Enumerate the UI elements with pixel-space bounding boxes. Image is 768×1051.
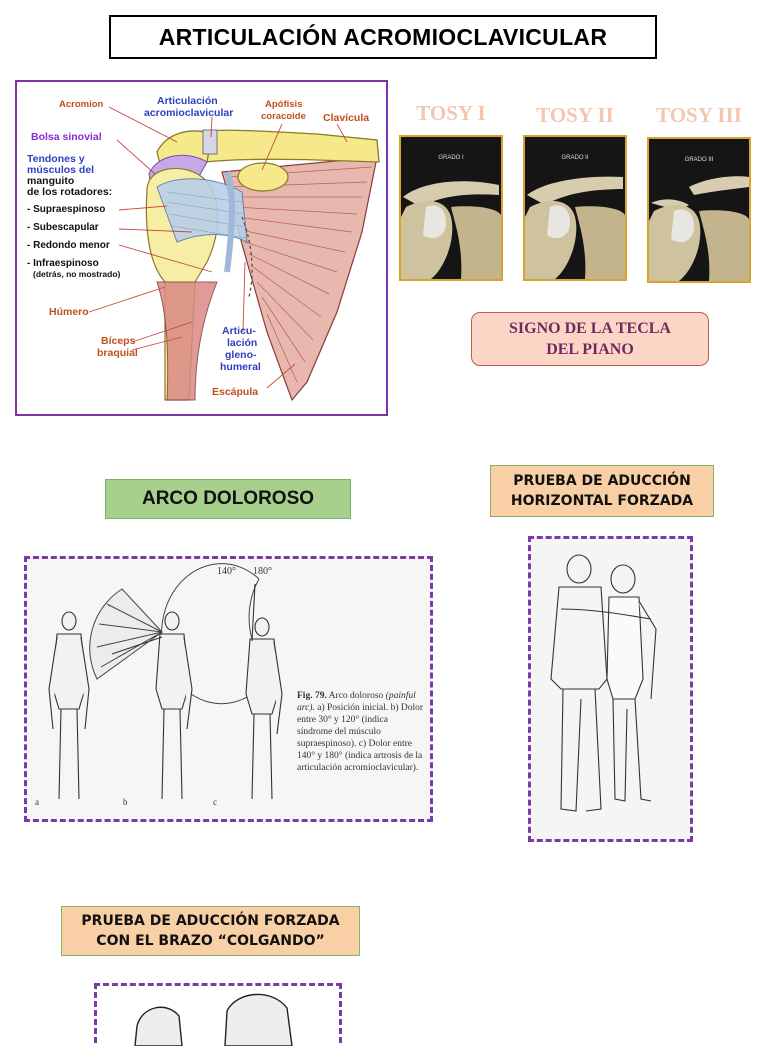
label-infraespinoso: - Infraespinoso bbox=[27, 258, 99, 269]
shoulder-anatomy-diagram: Acromion Articulación acromioclavicular … bbox=[15, 80, 388, 416]
label-gleno-3: gleno- bbox=[225, 349, 257, 361]
tosy-3-image: GRADO III bbox=[647, 137, 751, 283]
tosy-2-heading: TOSY II bbox=[536, 103, 614, 127]
label-apofisis-2: coracoide bbox=[261, 111, 306, 122]
label-bolsa: Bolsa sinovial bbox=[31, 131, 102, 143]
label-tendones-1: Tendones y bbox=[27, 153, 85, 165]
caption-text1: Arco doloroso bbox=[326, 691, 386, 701]
label-acromion: Acromion bbox=[59, 99, 104, 110]
label-escapula: Escápula bbox=[212, 386, 258, 398]
label-tendones-3: manguito bbox=[27, 175, 74, 187]
panel-label-c: c bbox=[213, 797, 217, 807]
biceps-tendon bbox=[224, 170, 235, 273]
label-biceps-1: Bíceps bbox=[101, 335, 136, 347]
painful-arc-figure: a b c 140° 180° bbox=[24, 556, 433, 822]
hanging-arm-figure bbox=[94, 983, 342, 1047]
label-gleno-1: Articu- bbox=[222, 325, 256, 337]
tosy-3-heading: TOSY III bbox=[656, 103, 742, 127]
label-supraespinoso: - Supraespinoso bbox=[27, 204, 105, 215]
piano-key-sign-box: SIGNO DE LA TECLA DEL PIANO bbox=[471, 312, 709, 366]
horizontal-adduction-heading: PRUEBA DE ADUCCIÓN HORIZONTAL FORZADA bbox=[490, 465, 714, 517]
horizontal-adduction-figure bbox=[528, 536, 693, 842]
piano-sign-line2: DEL PIANO bbox=[546, 341, 634, 358]
caption-italic: (painful arc). bbox=[297, 691, 416, 713]
angle-180-label: 180° bbox=[253, 566, 272, 577]
caption-text2: a) Posición inicial. b) Dolor entre 30° … bbox=[297, 703, 424, 773]
hanging-arm-line1: PRUEBA DE ADUCCIÓN FORZADA bbox=[81, 913, 340, 929]
page-title: ARTICULACIÓN ACROMIOCLAVICULAR bbox=[109, 15, 657, 59]
tosy-1-heading: TOSY I bbox=[416, 101, 486, 125]
coracoid-shape bbox=[237, 162, 289, 192]
label-ac-joint-2: acromioclavicular bbox=[144, 107, 233, 119]
tosy-2-image: GRADO II bbox=[523, 135, 627, 281]
figure-c bbox=[245, 583, 283, 800]
piano-sign-line1: SIGNO DE LA TECLA bbox=[509, 320, 671, 337]
horizontal-adduction-line2: HORIZONTAL FORZADA bbox=[510, 493, 694, 509]
label-tendones-2: músculos del bbox=[27, 164, 94, 176]
ac-joint-marker bbox=[202, 129, 218, 155]
biceps-shape bbox=[156, 281, 218, 401]
tosy-2-grade-label: GRADO II bbox=[561, 155, 588, 161]
label-tendones-4: de los rotadores: bbox=[27, 186, 112, 198]
label-humero: Húmero bbox=[49, 306, 89, 318]
rotator-cuff-shape bbox=[156, 178, 248, 243]
scapula-shape bbox=[221, 156, 378, 402]
label-clavicula: Clavícula bbox=[323, 112, 369, 124]
panel-label-b: b bbox=[123, 797, 128, 807]
tosy-1-image: GRADO I bbox=[399, 135, 503, 281]
label-subescapular: - Subescapular bbox=[27, 222, 99, 233]
label-redondo-menor: - Redondo menor bbox=[27, 240, 110, 251]
figure-caption: Fig. 79. Arco doloroso (painful arc). a)… bbox=[297, 690, 425, 774]
label-gleno-4: humeral bbox=[220, 361, 261, 373]
hanging-arm-line2: CON EL BRAZO “COLGANDO” bbox=[96, 933, 325, 949]
figure-a bbox=[48, 611, 90, 800]
label-infra-note: (detrás, no mostrado) bbox=[33, 269, 121, 279]
hanging-arm-adduction-heading: PRUEBA DE ADUCCIÓN FORZADA CON EL BRAZO … bbox=[61, 906, 360, 956]
tosy-1-grade-label: GRADO I bbox=[438, 155, 464, 161]
painful-arc-heading: ARCO DOLOROSO bbox=[105, 479, 351, 519]
figure-b bbox=[111, 611, 193, 800]
label-biceps-2: braquial bbox=[97, 347, 138, 359]
tosy-3-grade-label: GRADO III bbox=[685, 157, 714, 163]
angle-140-label: 140° bbox=[217, 566, 236, 577]
label-apofisis-1: Apófisis bbox=[265, 99, 302, 110]
caption-fig-number: Fig. 79. bbox=[297, 691, 327, 701]
label-gleno-2: lación bbox=[227, 337, 257, 349]
horizontal-adduction-line1: PRUEBA DE ADUCCIÓN bbox=[513, 473, 691, 489]
panel-label-a: a bbox=[35, 797, 39, 807]
label-ac-joint-1: Articulación bbox=[157, 95, 218, 107]
